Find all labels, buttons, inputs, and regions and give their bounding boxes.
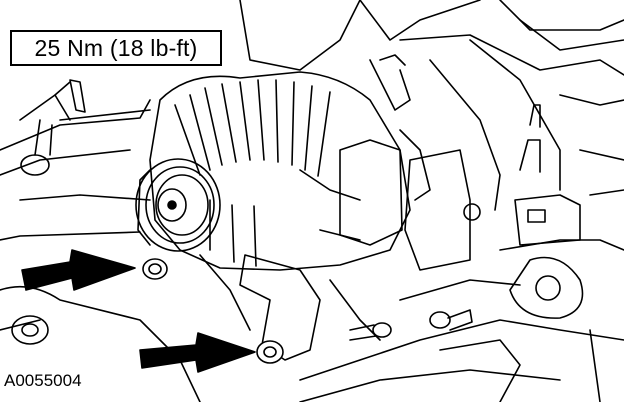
right-components <box>349 104 581 341</box>
left-studs <box>11 79 86 345</box>
upper-bolt-arrow <box>21 249 136 291</box>
lower-bolt-arrow <box>139 332 256 373</box>
alternator-pulley <box>135 158 221 252</box>
figure-id: A0055004 <box>4 371 82 390</box>
lower-mounting-bolt <box>256 340 284 364</box>
torque-spec-label: 25 Nm (18 lb-ft) <box>10 30 222 66</box>
upper-mounting-bolt <box>142 258 168 280</box>
alternator-body <box>149 54 431 271</box>
